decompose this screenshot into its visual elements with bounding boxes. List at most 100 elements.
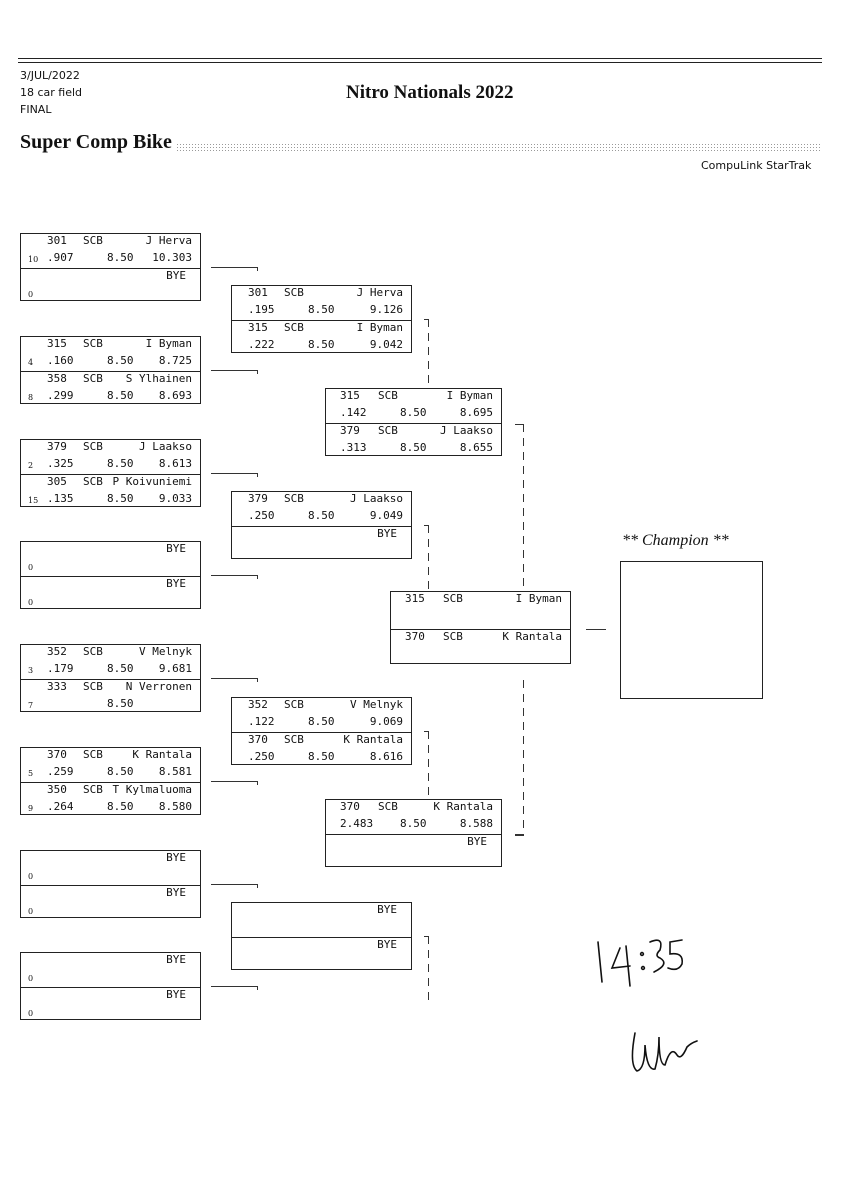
bracket-line bbox=[211, 473, 257, 474]
bracket-line bbox=[523, 466, 524, 474]
bracket-line bbox=[211, 267, 257, 268]
bracket-line bbox=[257, 678, 258, 682]
reaction-time: .250 bbox=[248, 509, 275, 522]
class-code: SCB bbox=[83, 440, 103, 453]
car-number: 305 bbox=[47, 475, 67, 488]
bye-label: BYE bbox=[377, 527, 397, 540]
bracket-line bbox=[523, 792, 524, 800]
racer-name: K Rantala bbox=[343, 733, 403, 746]
dial-in: 8.50 bbox=[400, 406, 427, 419]
class-code: SCB bbox=[378, 424, 398, 437]
bracket-line bbox=[523, 536, 524, 544]
bracket-line bbox=[428, 978, 429, 986]
bracket-line bbox=[428, 553, 429, 561]
seed-number: 15 bbox=[28, 496, 39, 505]
elapsed-time: 10.303 bbox=[152, 251, 192, 264]
bracket-line bbox=[257, 267, 258, 271]
racer-name: K Rantala bbox=[502, 629, 562, 643]
reaction-time: .122 bbox=[248, 715, 275, 728]
class-code: SCB bbox=[378, 389, 398, 402]
elapsed-time: 9.069 bbox=[369, 715, 403, 728]
bracket-line bbox=[257, 473, 258, 477]
reaction-time: .135 bbox=[47, 492, 74, 505]
class-code: SCB bbox=[83, 645, 103, 658]
bye-label: BYE bbox=[166, 542, 186, 555]
bracket-line bbox=[523, 806, 524, 814]
racer-slot: BYE bbox=[232, 903, 411, 937]
champion-box bbox=[620, 561, 763, 699]
car-number: 379 bbox=[248, 492, 268, 505]
race-date: 3/JUL/2022 bbox=[20, 69, 80, 82]
dial-in: 8.50 bbox=[308, 509, 335, 522]
elapsed-time: 8.580 bbox=[158, 800, 192, 813]
dial-in: 8.50 bbox=[400, 817, 427, 830]
elapsed-time: 8.693 bbox=[158, 389, 192, 402]
bracket-line bbox=[515, 834, 524, 835]
reaction-time: 2.483 bbox=[340, 817, 374, 830]
car-number: 379 bbox=[340, 424, 360, 437]
dial-in: 8.50 bbox=[107, 251, 134, 264]
racer-name: J Laakso bbox=[440, 424, 493, 437]
racer-name: N Verronen bbox=[125, 680, 192, 693]
bracket-line bbox=[428, 759, 429, 767]
car-number: 352 bbox=[248, 698, 268, 711]
seed-number: 4 bbox=[28, 358, 34, 367]
bracket-line bbox=[523, 708, 524, 716]
bracket-line bbox=[523, 438, 524, 446]
reaction-time: .142 bbox=[340, 406, 367, 419]
car-number: 370 bbox=[340, 800, 360, 813]
reaction-time: .222 bbox=[248, 338, 275, 351]
dial-in: 8.50 bbox=[107, 457, 134, 470]
car-number: 315 bbox=[47, 337, 67, 350]
bracket-line bbox=[211, 575, 257, 576]
class-code: SCB bbox=[83, 337, 103, 350]
elapsed-time: 9.681 bbox=[158, 662, 192, 675]
seed-number: 8 bbox=[28, 393, 34, 402]
bracket-line bbox=[523, 820, 524, 828]
racer-name: J Herva bbox=[356, 286, 403, 299]
dial-in: 8.50 bbox=[308, 715, 335, 728]
bye-label: BYE bbox=[377, 903, 397, 916]
bracket-line bbox=[523, 680, 524, 688]
elapsed-time: 9.049 bbox=[369, 509, 403, 522]
racer-name: I Byman bbox=[446, 389, 493, 402]
racer-name: J Herva bbox=[145, 234, 192, 247]
bracket-line bbox=[257, 370, 258, 374]
car-number: 379 bbox=[47, 440, 67, 453]
bracket-line bbox=[424, 525, 429, 526]
handwritten-time bbox=[597, 939, 684, 987]
bracket-line bbox=[211, 986, 257, 987]
reaction-time: .195 bbox=[248, 303, 275, 316]
bracket-line bbox=[428, 361, 429, 369]
bracket-line bbox=[523, 578, 524, 586]
dotted-leader bbox=[176, 143, 822, 152]
bracket-line bbox=[424, 936, 429, 937]
racer-slot: BYE 0 bbox=[21, 542, 200, 576]
seed-number: 0 bbox=[28, 563, 34, 572]
bracket-line bbox=[428, 539, 429, 547]
seed-number: 0 bbox=[28, 872, 34, 881]
racer-name: V Melnyk bbox=[350, 698, 403, 711]
dial-in: 8.50 bbox=[308, 303, 335, 316]
class-code: SCB bbox=[284, 698, 304, 711]
racer-name: T Kylmaluoma bbox=[112, 783, 192, 796]
seed-number: 5 bbox=[28, 769, 34, 778]
class-code: SCB bbox=[378, 800, 398, 813]
racer-name: I Byman bbox=[356, 321, 403, 334]
bracket-line bbox=[523, 424, 524, 432]
bracket-line bbox=[424, 731, 429, 732]
